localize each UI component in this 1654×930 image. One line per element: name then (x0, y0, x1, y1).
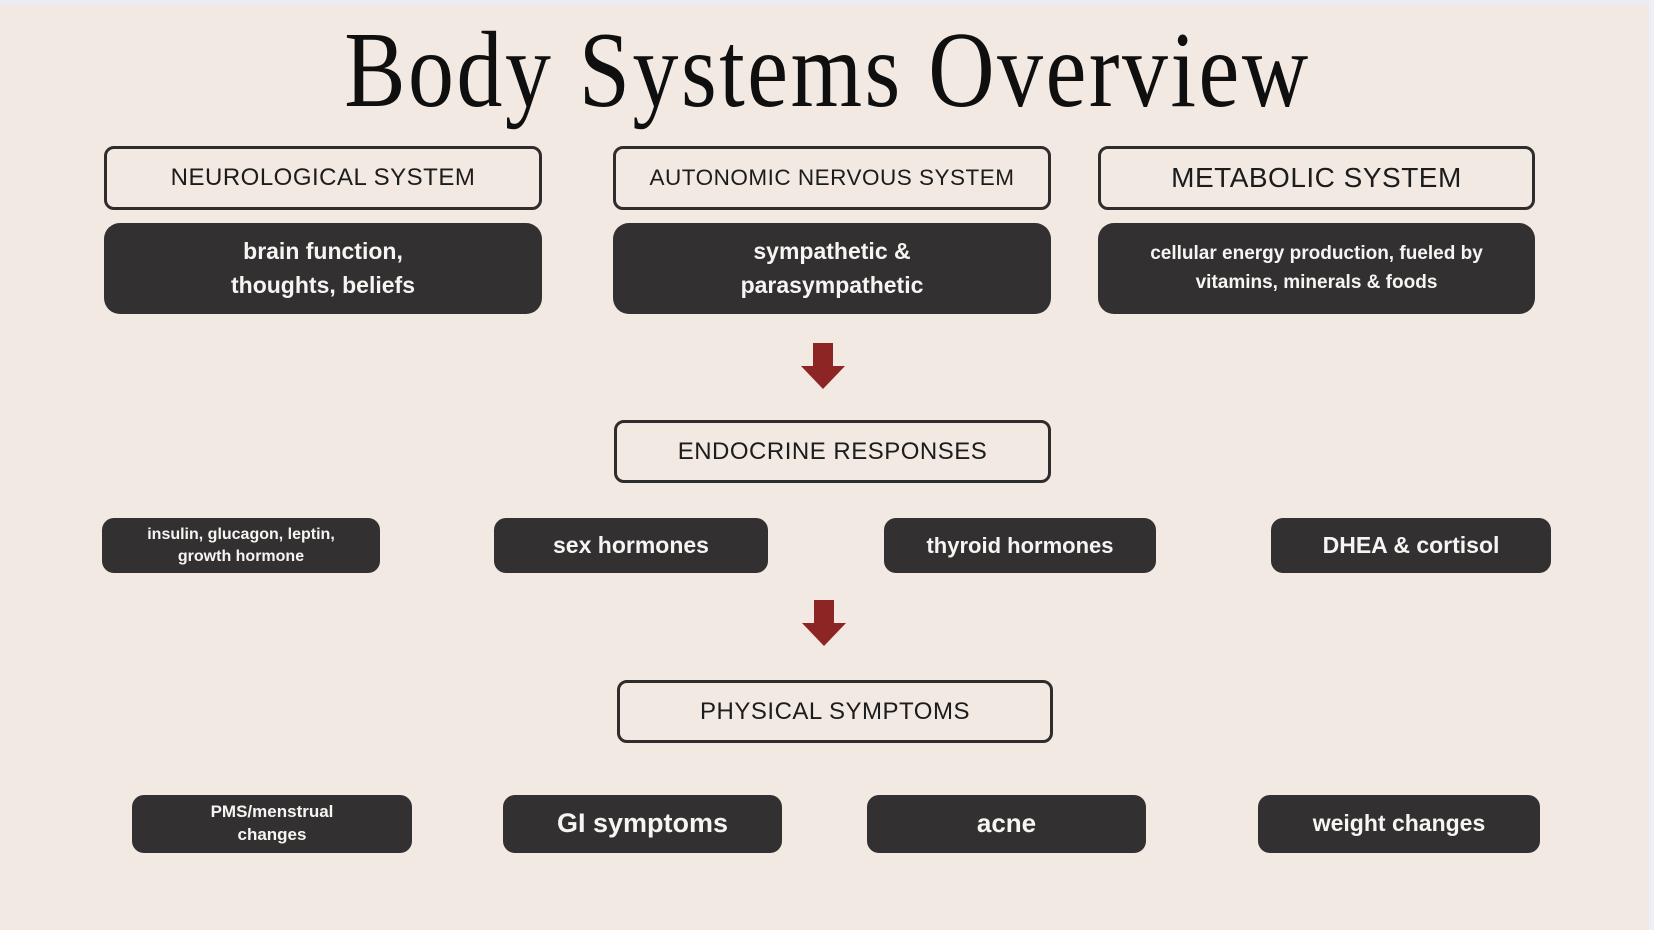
down-arrow-icon (802, 600, 846, 646)
physical-symptoms-header: PHYSICAL SYMPTOMS (617, 680, 1053, 743)
physical-symptoms-label: PHYSICAL SYMPTOMS (700, 697, 970, 725)
item-line: sex hormones (553, 531, 709, 558)
metabolic-system-header: METABOLIC SYSTEM (1098, 146, 1535, 210)
top-edge-strip (0, 0, 1654, 4)
item-line: thyroid hormones (926, 532, 1114, 558)
down-arrow-head (801, 366, 845, 389)
autonomic-nervous-system-label: AUTONOMIC NERVOUS SYSTEM (649, 165, 1015, 190)
down-arrow-stem (813, 343, 833, 366)
symptom-item-pms: PMS/menstrual changes (132, 795, 412, 853)
endocrine-responses-label: ENDOCRINE RESPONSES (677, 437, 988, 465)
right-edge-strip (1649, 0, 1654, 930)
item-line: PMS/menstrual (210, 802, 334, 822)
description-line: sympathetic & (753, 238, 911, 265)
endocrine-item-thyroid-hormones: thyroid hormones (884, 518, 1156, 573)
metabolic-system-label: METABOLIC SYSTEM (1171, 162, 1462, 193)
endocrine-item-insulin: insulin, glucagon, leptin, growth hormon… (102, 518, 380, 573)
description-line: cellular energy production, fueled by (1150, 243, 1483, 264)
endocrine-responses-header: ENDOCRINE RESPONSES (614, 420, 1051, 483)
description-line: brain function, (243, 238, 403, 265)
endocrine-item-sex-hormones: sex hormones (494, 518, 768, 573)
down-arrow-head (802, 623, 846, 646)
item-line: growth hormone (177, 547, 305, 565)
item-line: insulin, glucagon, leptin, (147, 525, 335, 543)
autonomic-nervous-system-header: AUTONOMIC NERVOUS SYSTEM (613, 146, 1051, 210)
symptom-item-gi: GI symptoms (503, 795, 782, 853)
autonomic-system-description: sympathetic & parasympathetic (613, 223, 1051, 314)
item-line: weight changes (1312, 810, 1486, 837)
endocrine-item-dhea-cortisol: DHEA & cortisol (1271, 518, 1551, 573)
item-line: GI symptoms (556, 808, 729, 839)
symptom-item-weight-changes: weight changes (1258, 795, 1540, 853)
description-line: thoughts, beliefs (231, 271, 415, 298)
down-arrow-stem (814, 600, 834, 623)
neurological-system-description: brain function, thoughts, beliefs (104, 223, 542, 314)
neurological-system-header: NEUROLOGICAL SYSTEM (104, 146, 542, 210)
item-line: DHEA & cortisol (1322, 531, 1500, 558)
description-line: vitamins, minerals & foods (1195, 271, 1438, 293)
metabolic-system-description: cellular energy production, fueled by vi… (1098, 223, 1535, 314)
item-line: acne (976, 808, 1037, 839)
neurological-system-label: NEUROLOGICAL SYSTEM (170, 164, 476, 191)
page-title: Body Systems Overview (343, 11, 1311, 130)
down-arrow-icon (801, 343, 845, 389)
description-line: parasympathetic (740, 271, 924, 298)
symptom-item-acne: acne (867, 795, 1146, 853)
item-line: changes (237, 825, 307, 844)
